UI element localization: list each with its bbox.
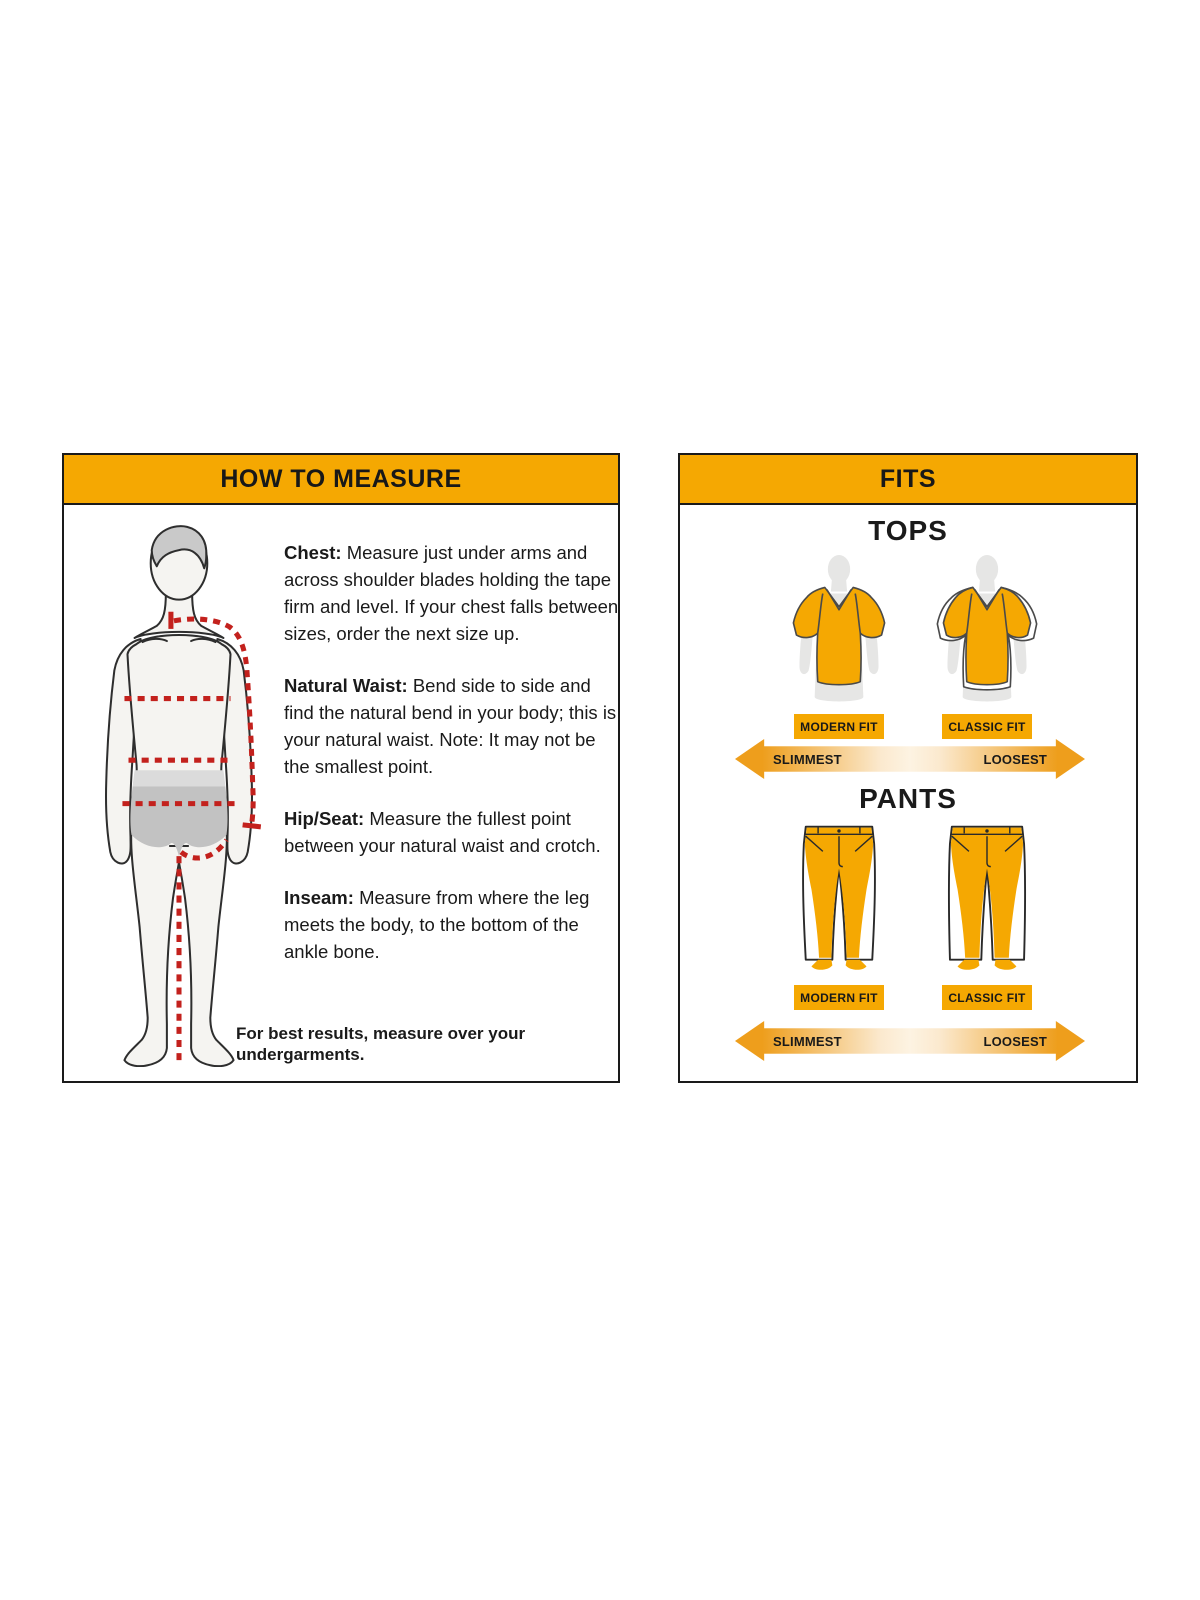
inseam-text: Measure from where the leg meets the bod… xyxy=(284,887,590,962)
fits-header: FITS xyxy=(680,455,1136,505)
measure-section-natural-waist: Natural Waist: Bend side to side and fin… xyxy=(284,672,624,780)
tops-slimmest-label: SLIMMEST xyxy=(773,751,842,767)
how-to-measure-header: HOW TO MEASURE xyxy=(64,455,618,505)
how-to-measure-panel: HOW TO MEASURE xyxy=(62,453,620,1083)
pants-heading: PANTS xyxy=(859,783,957,814)
hip-seat-text: Measure the fullest point between your n… xyxy=(284,808,601,856)
measure-section-inseam: Inseam: Measure from where the leg meets… xyxy=(284,884,624,965)
pants-slimmest-label: SLIMMEST xyxy=(773,1033,842,1049)
tops-loosest-label: LOOSEST xyxy=(983,751,1047,767)
tops-fit-scale-arrow: SLIMMEST LOOSEST xyxy=(735,739,1085,779)
natural-waist-label: Natural Waist: xyxy=(284,675,408,696)
modern-fit-shirt-icon xyxy=(778,553,900,705)
how-to-measure-title: HOW TO MEASURE xyxy=(220,464,462,493)
pants-fit-scale-arrow: SLIMMEST LOOSEST xyxy=(735,1021,1085,1061)
fits-title: FITS xyxy=(879,464,937,493)
natural-waist-text: Bend side to side and find the natural b… xyxy=(284,675,617,777)
pants-classic-fit-label: CLASSIC FIT xyxy=(942,985,1032,1010)
classic-fit-shirt-icon xyxy=(926,553,1048,705)
measure-section-chest: Chest: Measure just under arms and acros… xyxy=(284,539,624,647)
fits-panel: FITS TOPS xyxy=(678,453,1138,1083)
pants-modern-fit-label: MODERN FIT xyxy=(794,985,884,1010)
pants-loosest-label: LOOSEST xyxy=(983,1033,1047,1049)
chest-label: Chest: xyxy=(284,542,342,563)
tops-classic-fit-label: CLASSIC FIT xyxy=(942,714,1032,739)
measure-instructions: Chest: Measure just under arms and acros… xyxy=(284,539,624,990)
classic-fit-pants-icon xyxy=(932,821,1042,973)
inseam-label: Inseam: xyxy=(284,887,354,908)
chest-text: Measure just under arms and across shoul… xyxy=(284,542,619,644)
hip-seat-label: Hip/Seat: xyxy=(284,808,365,829)
measure-footnote: For best results, measure over your unde… xyxy=(236,1024,526,1064)
measurement-figure-illustration xyxy=(78,515,280,1068)
modern-fit-pants-icon xyxy=(784,821,894,973)
tops-modern-fit-label: MODERN FIT xyxy=(794,714,884,739)
tops-heading: TOPS xyxy=(868,515,948,546)
measure-section-hip-seat: Hip/Seat: Measure the fullest point betw… xyxy=(284,805,624,859)
